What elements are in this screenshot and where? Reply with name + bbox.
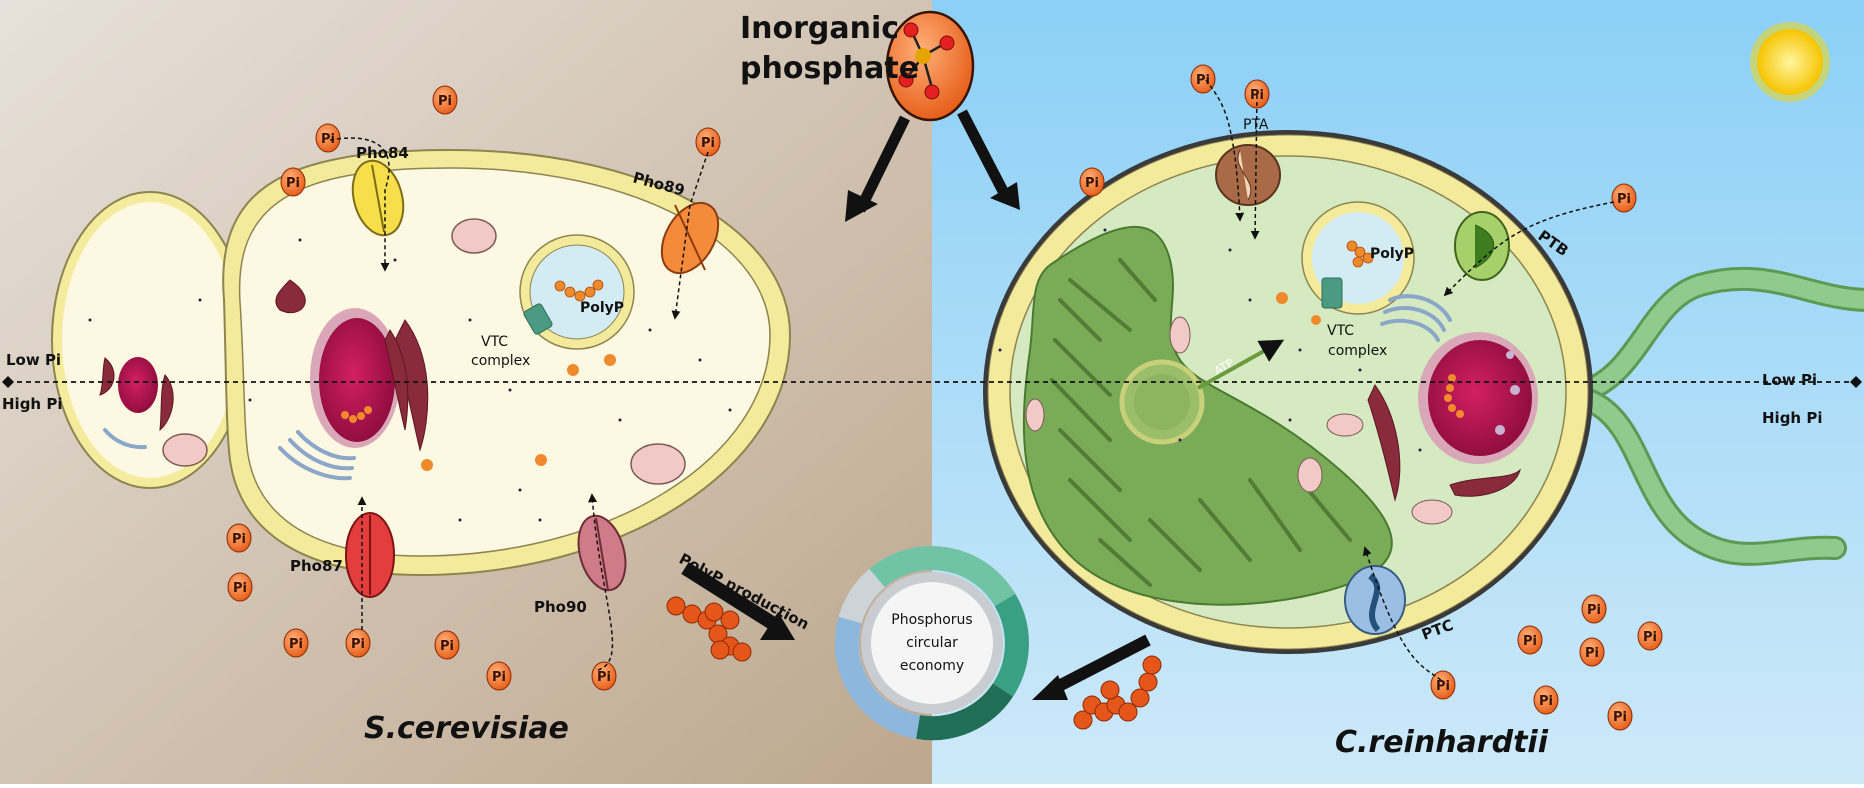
pi-ion-label: Pi	[1523, 634, 1537, 649]
yeast-vtc-complex	[523, 303, 553, 335]
pi-ion-label: Pi	[233, 581, 247, 596]
pi-ion: Pi	[315, 123, 341, 153]
yeast-vtc-label-1: VTC	[481, 334, 508, 350]
yeast-polyp-label: PolyP	[580, 300, 624, 316]
inorganic-phosphate-line1: Inorganic	[740, 11, 899, 46]
pi-ion-label: Pi	[1613, 710, 1627, 725]
pi-ion-label: Pi	[438, 94, 452, 109]
pho87-label: Pho87	[290, 557, 343, 575]
pi-ion: Pi	[283, 628, 309, 658]
circular-economy-cycle	[834, 546, 1029, 741]
pi-ion: Pi	[1581, 594, 1607, 624]
arrow-to-yeast	[845, 115, 910, 222]
alga-cell	[983, 130, 1864, 654]
chloroplast	[1022, 225, 1393, 606]
pi-ion: Pi	[1637, 621, 1663, 651]
phosphate-molecule-icon	[885, 10, 975, 122]
alga-polyp-label: PolyP	[1370, 246, 1414, 262]
circular-economy-line2: circular	[906, 635, 958, 651]
arrow-polyp-production	[681, 562, 795, 640]
pi-ion: Pi	[1190, 64, 1216, 94]
ptc-transporter	[1344, 565, 1406, 635]
yeast-cell	[51, 148, 792, 577]
alga-name: C.reinhardtii	[1335, 725, 1549, 760]
pi-ion: Pi	[1579, 637, 1605, 667]
pi-ion-label: Pi	[1539, 694, 1553, 709]
import-arrows	[329, 79, 1615, 681]
pi-ion-label: Pi	[351, 637, 365, 652]
pi-ion: Pi	[486, 661, 512, 691]
yeast-vtc-label-2: complex	[471, 353, 530, 369]
pi-ion: Pi	[1611, 183, 1637, 213]
circular-economy-line1: Phosphorus	[891, 612, 972, 628]
low-pi-label-right: Low Pi	[1762, 371, 1817, 389]
pi-ion: Pi	[1533, 685, 1559, 715]
pi-ion-label: Pi	[1617, 192, 1631, 207]
pi-ion-label: Pi	[1587, 603, 1601, 618]
pi-ion-label: Pi	[321, 132, 335, 147]
pho90-transporter	[577, 514, 627, 592]
arrow-to-alga	[957, 109, 1020, 210]
pi-ion-label: Pi	[1436, 679, 1450, 694]
pho90-label: Pho90	[534, 598, 587, 616]
pi-ion-label: Pi	[701, 136, 715, 151]
diamond-left-icon	[2, 376, 14, 388]
pi-ion: Pi	[1430, 670, 1456, 700]
pta-transporter	[1215, 144, 1281, 206]
pho84-transporter	[351, 159, 405, 237]
polyp-beads-left	[666, 596, 752, 662]
pi-ion: Pi	[591, 661, 617, 691]
pi-ion-label: Pi	[492, 670, 506, 685]
pi-ion-label: Pi	[440, 639, 454, 654]
alga-nucleus	[1428, 340, 1532, 456]
sun-icon	[1750, 22, 1830, 102]
pi-ion-label: Pi	[286, 176, 300, 191]
pi-ion-label: Pi	[289, 637, 303, 652]
diamond-right-icon	[1850, 376, 1862, 388]
ptb-transporter	[1454, 211, 1510, 281]
atp-arrow	[1197, 339, 1285, 390]
pi-ion: Pi	[432, 85, 458, 115]
pi-ion-label: Pi	[1085, 176, 1099, 191]
pi-ion: Pi	[1517, 625, 1543, 655]
inorganic-phosphate-line2: phosphate	[740, 51, 919, 86]
pho84-label: Pho84	[356, 144, 409, 162]
pi-ion: Pi	[280, 167, 306, 197]
pi-ion: Pi	[227, 572, 253, 602]
pi-ion-label: Pi	[597, 670, 611, 685]
alga-vtc-label-2: complex	[1328, 343, 1387, 359]
pho89-transporter	[660, 201, 720, 275]
pho87-transporter	[345, 512, 395, 598]
pi-ion-label: Pi	[1196, 73, 1210, 88]
pi-ion-label: Pi	[1643, 630, 1657, 645]
high-pi-label-left: High Pi	[2, 395, 62, 413]
pi-ion: Pi	[695, 127, 721, 157]
pi-ion: Pi	[226, 523, 252, 553]
yeast-name: S.cerevisiae	[364, 711, 569, 746]
pi-ion: Pi	[345, 628, 371, 658]
pi-ion: Pi	[1079, 167, 1105, 197]
yeast-nucleus	[319, 318, 395, 442]
circular-economy-line3: economy	[900, 658, 964, 674]
pi-ion-label: Pi	[1585, 646, 1599, 661]
pi-ion-label: Pi	[232, 532, 246, 547]
pi-ion: Pi	[434, 630, 460, 660]
pi-ion: Pi	[1607, 701, 1633, 731]
high-pi-label-right: High Pi	[1762, 409, 1822, 427]
pta-label: PTA	[1243, 117, 1269, 133]
alga-vtc-complex	[1321, 277, 1343, 309]
polyp-beads-right	[1073, 655, 1162, 730]
low-pi-label-left: Low Pi	[6, 351, 61, 369]
alga-vtc-label-1: VTC	[1327, 323, 1354, 339]
arrow-alga-polyp	[1032, 634, 1151, 700]
